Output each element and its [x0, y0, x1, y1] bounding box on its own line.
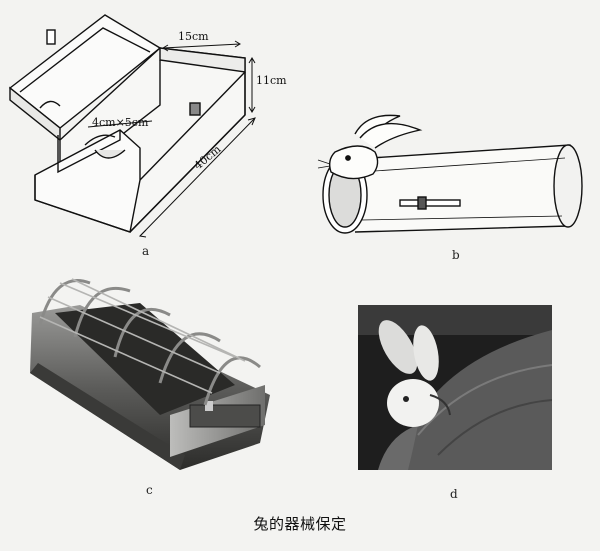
- cloth-wrap-photo: [358, 305, 552, 470]
- panel-c-label: c: [146, 483, 153, 497]
- metal-cage-image: [30, 278, 270, 470]
- panel-b-cylinder-restrainer: b: [300, 100, 590, 265]
- panel-a-box-restrainer: 15cm 11cm 40cm 4cm×5cm a: [0, 0, 290, 260]
- box-restrainer-drawing: 15cm 11cm 40cm 4cm×5cm: [8, 14, 287, 238]
- dim-width-label: 15cm: [178, 30, 209, 43]
- figure-caption: 兔的器械保定: [253, 515, 347, 533]
- panel-a-label: a: [142, 244, 150, 258]
- cylinder-restrainer-drawing: [317, 114, 583, 234]
- dim-height-label: 11cm: [256, 74, 287, 87]
- dim-hole-label: 4cm×5cm: [92, 116, 149, 129]
- panel-c-metal-cage-restrainer: c: [20, 265, 290, 505]
- panel-d-label: d: [450, 487, 458, 501]
- panel-d-cloth-wrap-restraint: d: [358, 305, 552, 505]
- panel-b-label: b: [452, 248, 460, 262]
